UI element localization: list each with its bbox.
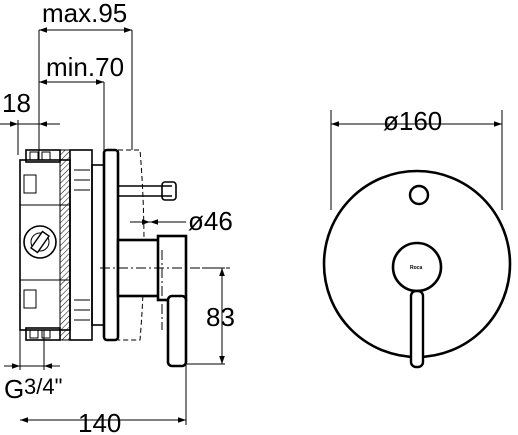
dimension-plate-diameter: ø160	[331, 106, 502, 136]
dimension-min-depth: min.70	[39, 52, 124, 85]
dimension-total-depth: 140	[20, 408, 186, 435]
valve-outlet-circle	[23, 225, 57, 259]
side-view: max.95 min.70 18	[0, 0, 235, 435]
wall-plaster	[59, 149, 71, 341]
brand-logo: Roca	[410, 265, 422, 271]
mounting-frame	[69, 149, 105, 341]
diverter-knob-side	[118, 181, 177, 201]
dimension-connection-thread: G	[4, 374, 24, 404]
dimension-connection: G 3/4"	[4, 363, 62, 404]
lever-handle-side	[116, 234, 188, 368]
valve-body	[19, 149, 71, 341]
dimension-plate-diameter-label: ø160	[383, 106, 442, 136]
dimension-max-depth-label: max.95	[42, 0, 127, 28]
extension-lines	[17, 30, 225, 425]
dimension-knob-diameter-label: ø46	[188, 206, 233, 236]
dimension-wall-offset: 18	[0, 88, 60, 127]
diverter-knob-front	[408, 184, 430, 206]
dimension-wall-offset-label: 18	[2, 88, 31, 118]
dimension-lever-height: 83	[206, 268, 235, 364]
front-view: ø160 Roca	[322, 106, 512, 369]
dimension-min-depth-label: min.70	[46, 52, 124, 82]
dimension-lever-height-label: 83	[206, 302, 235, 332]
trim-plate-max-position	[118, 149, 145, 341]
lever-handle-front	[409, 289, 425, 369]
dimension-max-depth: max.95	[39, 0, 132, 33]
trim-plate-side	[102, 148, 120, 342]
dimension-knob-diameter: ø46	[130, 206, 233, 236]
dimension-total-depth-label: 140	[78, 408, 121, 435]
dimension-connection-size: 3/4"	[24, 374, 62, 399]
